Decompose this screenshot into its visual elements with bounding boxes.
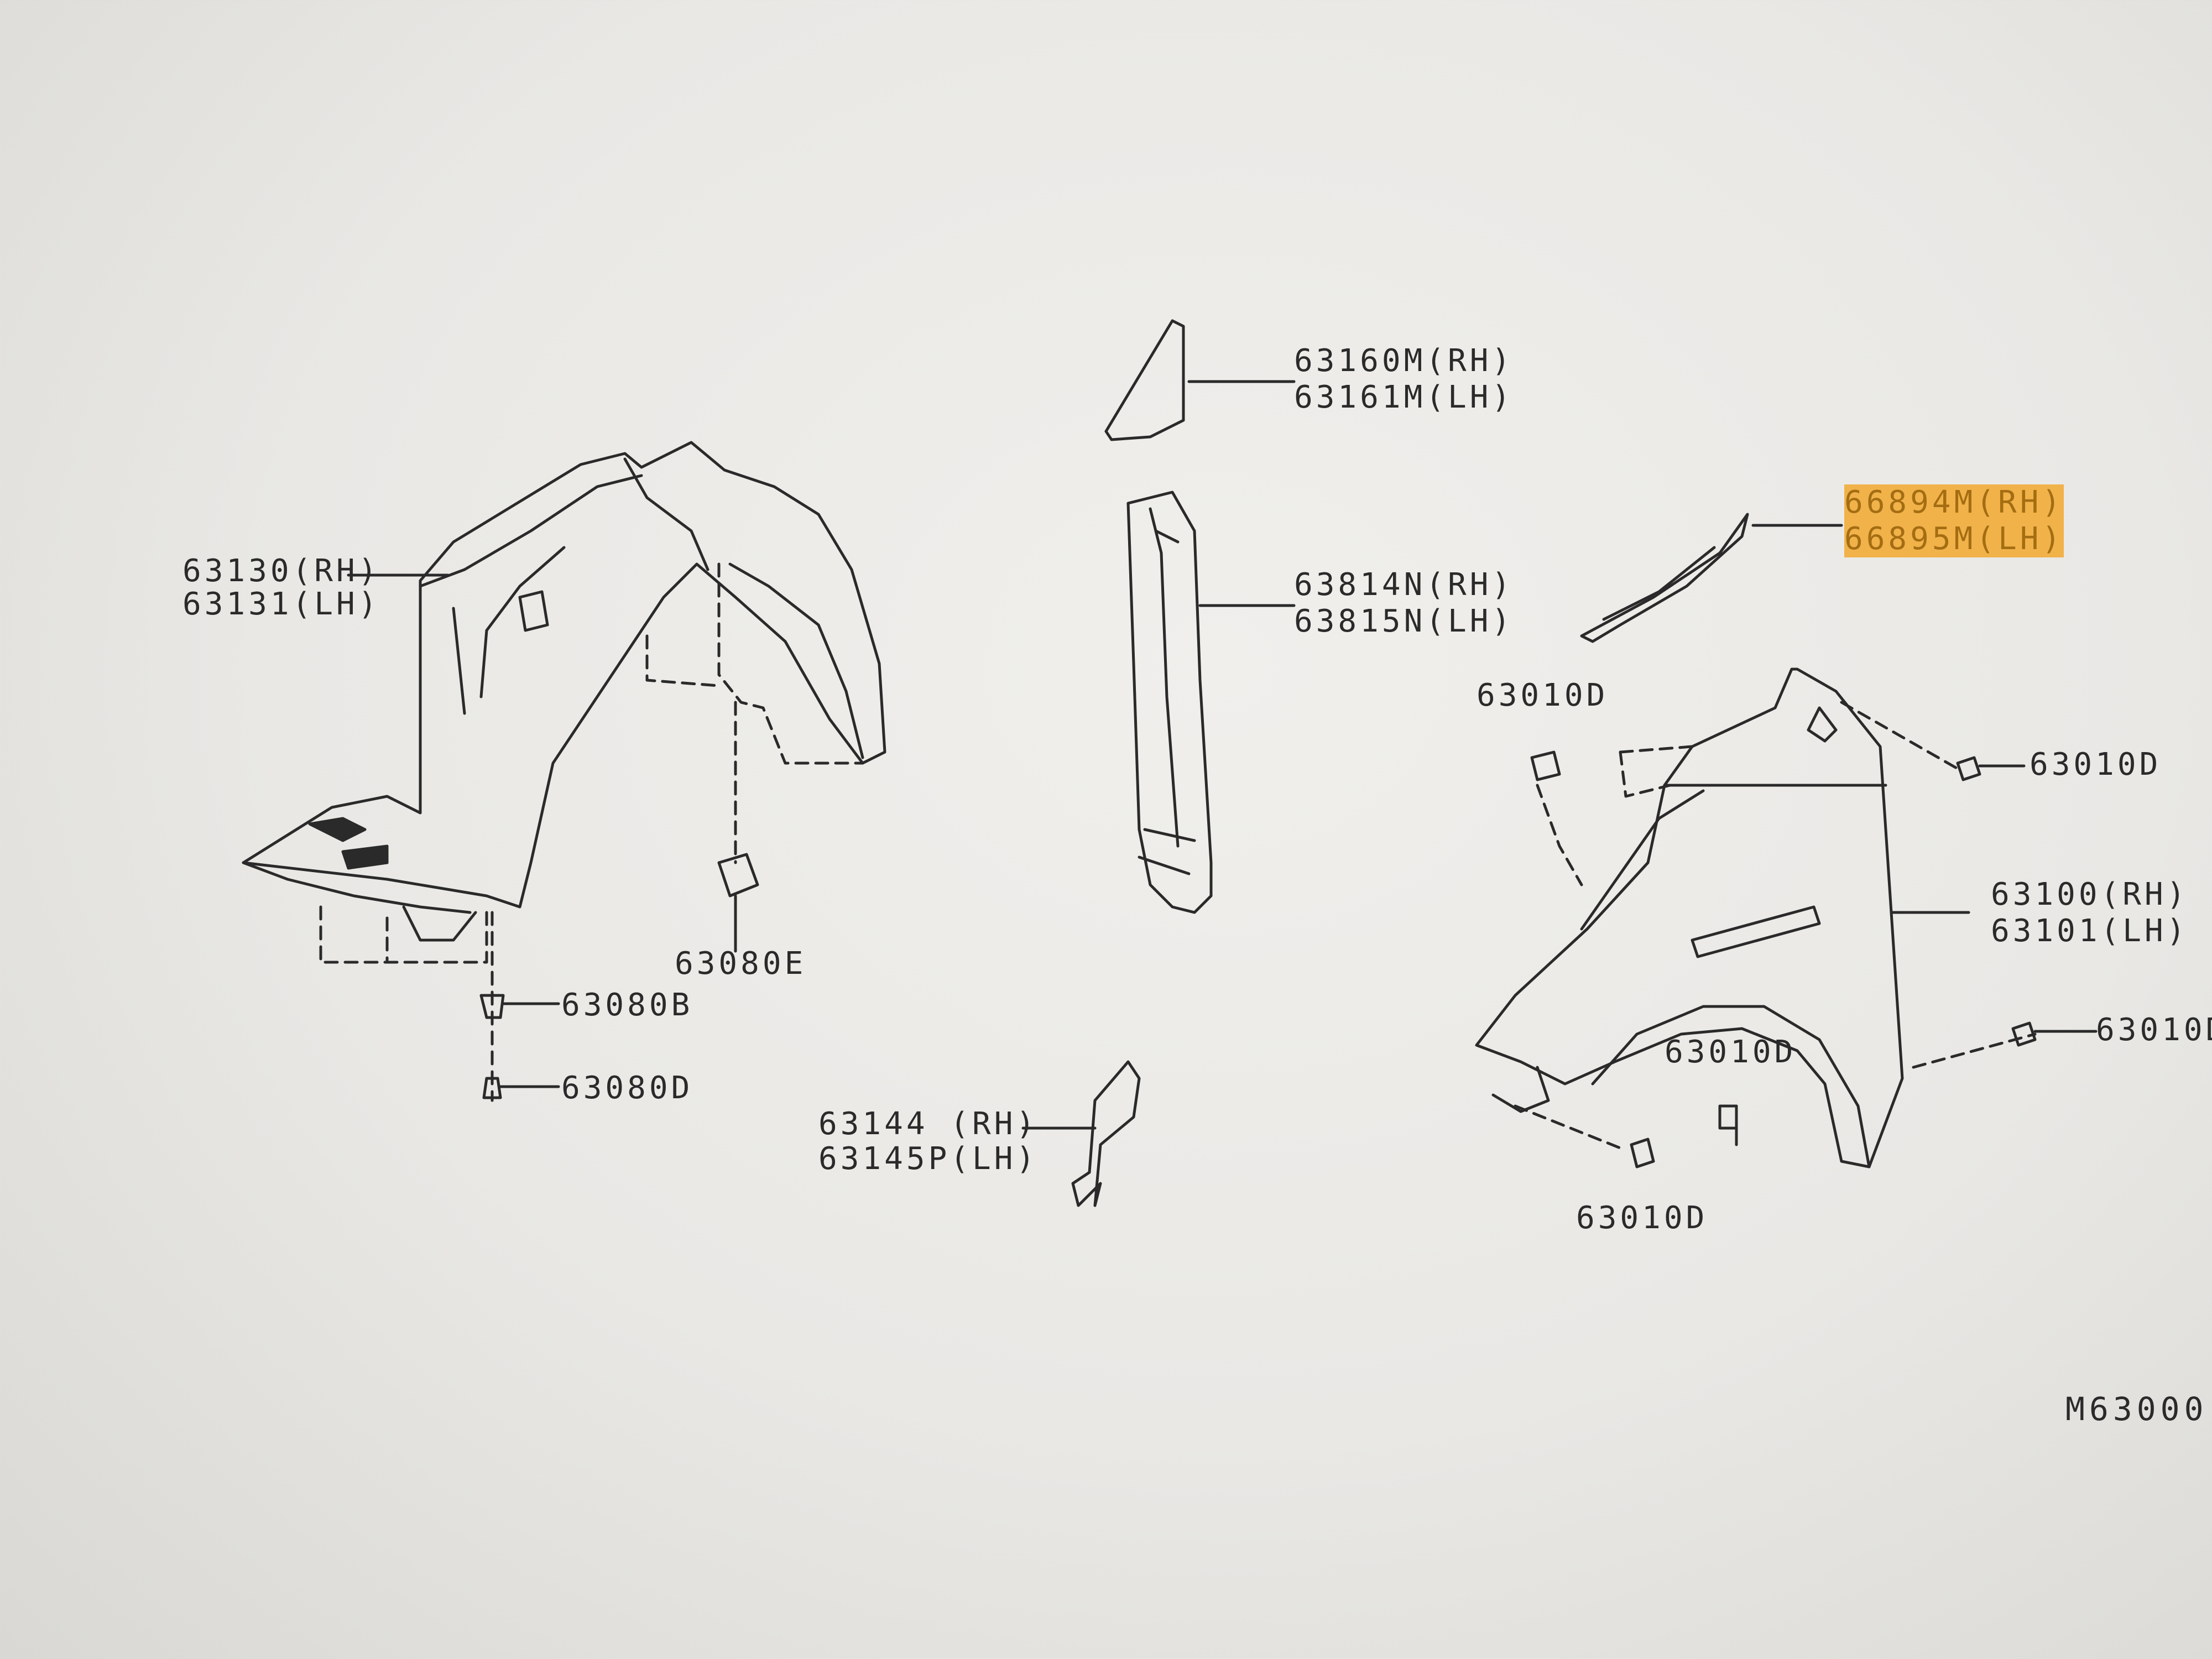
clip-d-label: 63080D [561, 1070, 693, 1106]
front-fender-drawing [1475, 667, 2037, 1168]
front-fender-label-rh: 63100(RH) [1991, 877, 2189, 912]
corner-bracket-drawing [1104, 319, 1296, 441]
corner-bracket-label-rh: 63160M(RH) [1294, 343, 1514, 379]
bolt-label-bottom: 63010D [1576, 1200, 1708, 1236]
clip-b-label: 63080B [561, 987, 693, 1023]
clip-e-label: 63080E [675, 946, 807, 982]
fender-protector-label-lh: 63131(LH) [182, 586, 380, 622]
bracket-drawing [1021, 1060, 1141, 1207]
fender-protector-label-rh: 63130(RH) [182, 553, 380, 589]
bolt-label-upper-left: 63010D [1477, 677, 1609, 713]
bolt-label-upper-right: 63010D [2030, 747, 2162, 782]
fender-protector-drawing [242, 441, 886, 1102]
seal-label-rh: 63814N(RH) [1294, 567, 1514, 603]
molding-drawing [1580, 513, 1843, 643]
bracket-label-lh: 63145P(LH) [818, 1141, 1039, 1177]
bolt-label-right: 63010D [2096, 1012, 2212, 1048]
molding-label-lh: 66895M(LH) [1844, 521, 2064, 557]
front-fender-label-lh: 63101(LH) [1991, 913, 2189, 949]
molding-label-rh: 66894M(RH) [1844, 484, 2064, 521]
seal-drawing [1126, 491, 1296, 914]
bolt-drawings [1530, 750, 2098, 1168]
corner-bracket-label-lh: 63161M(LH) [1294, 379, 1514, 415]
fender-protector-leaders [347, 573, 737, 1088]
bolt-label-wheel-arch: 63010D [1665, 1034, 1797, 1070]
bracket-label-rh: 63144 (RH) [818, 1106, 1039, 1142]
seal-label-lh: 63815N(LH) [1294, 603, 1514, 639]
figure-reference: M63000 [2065, 1390, 2208, 1428]
